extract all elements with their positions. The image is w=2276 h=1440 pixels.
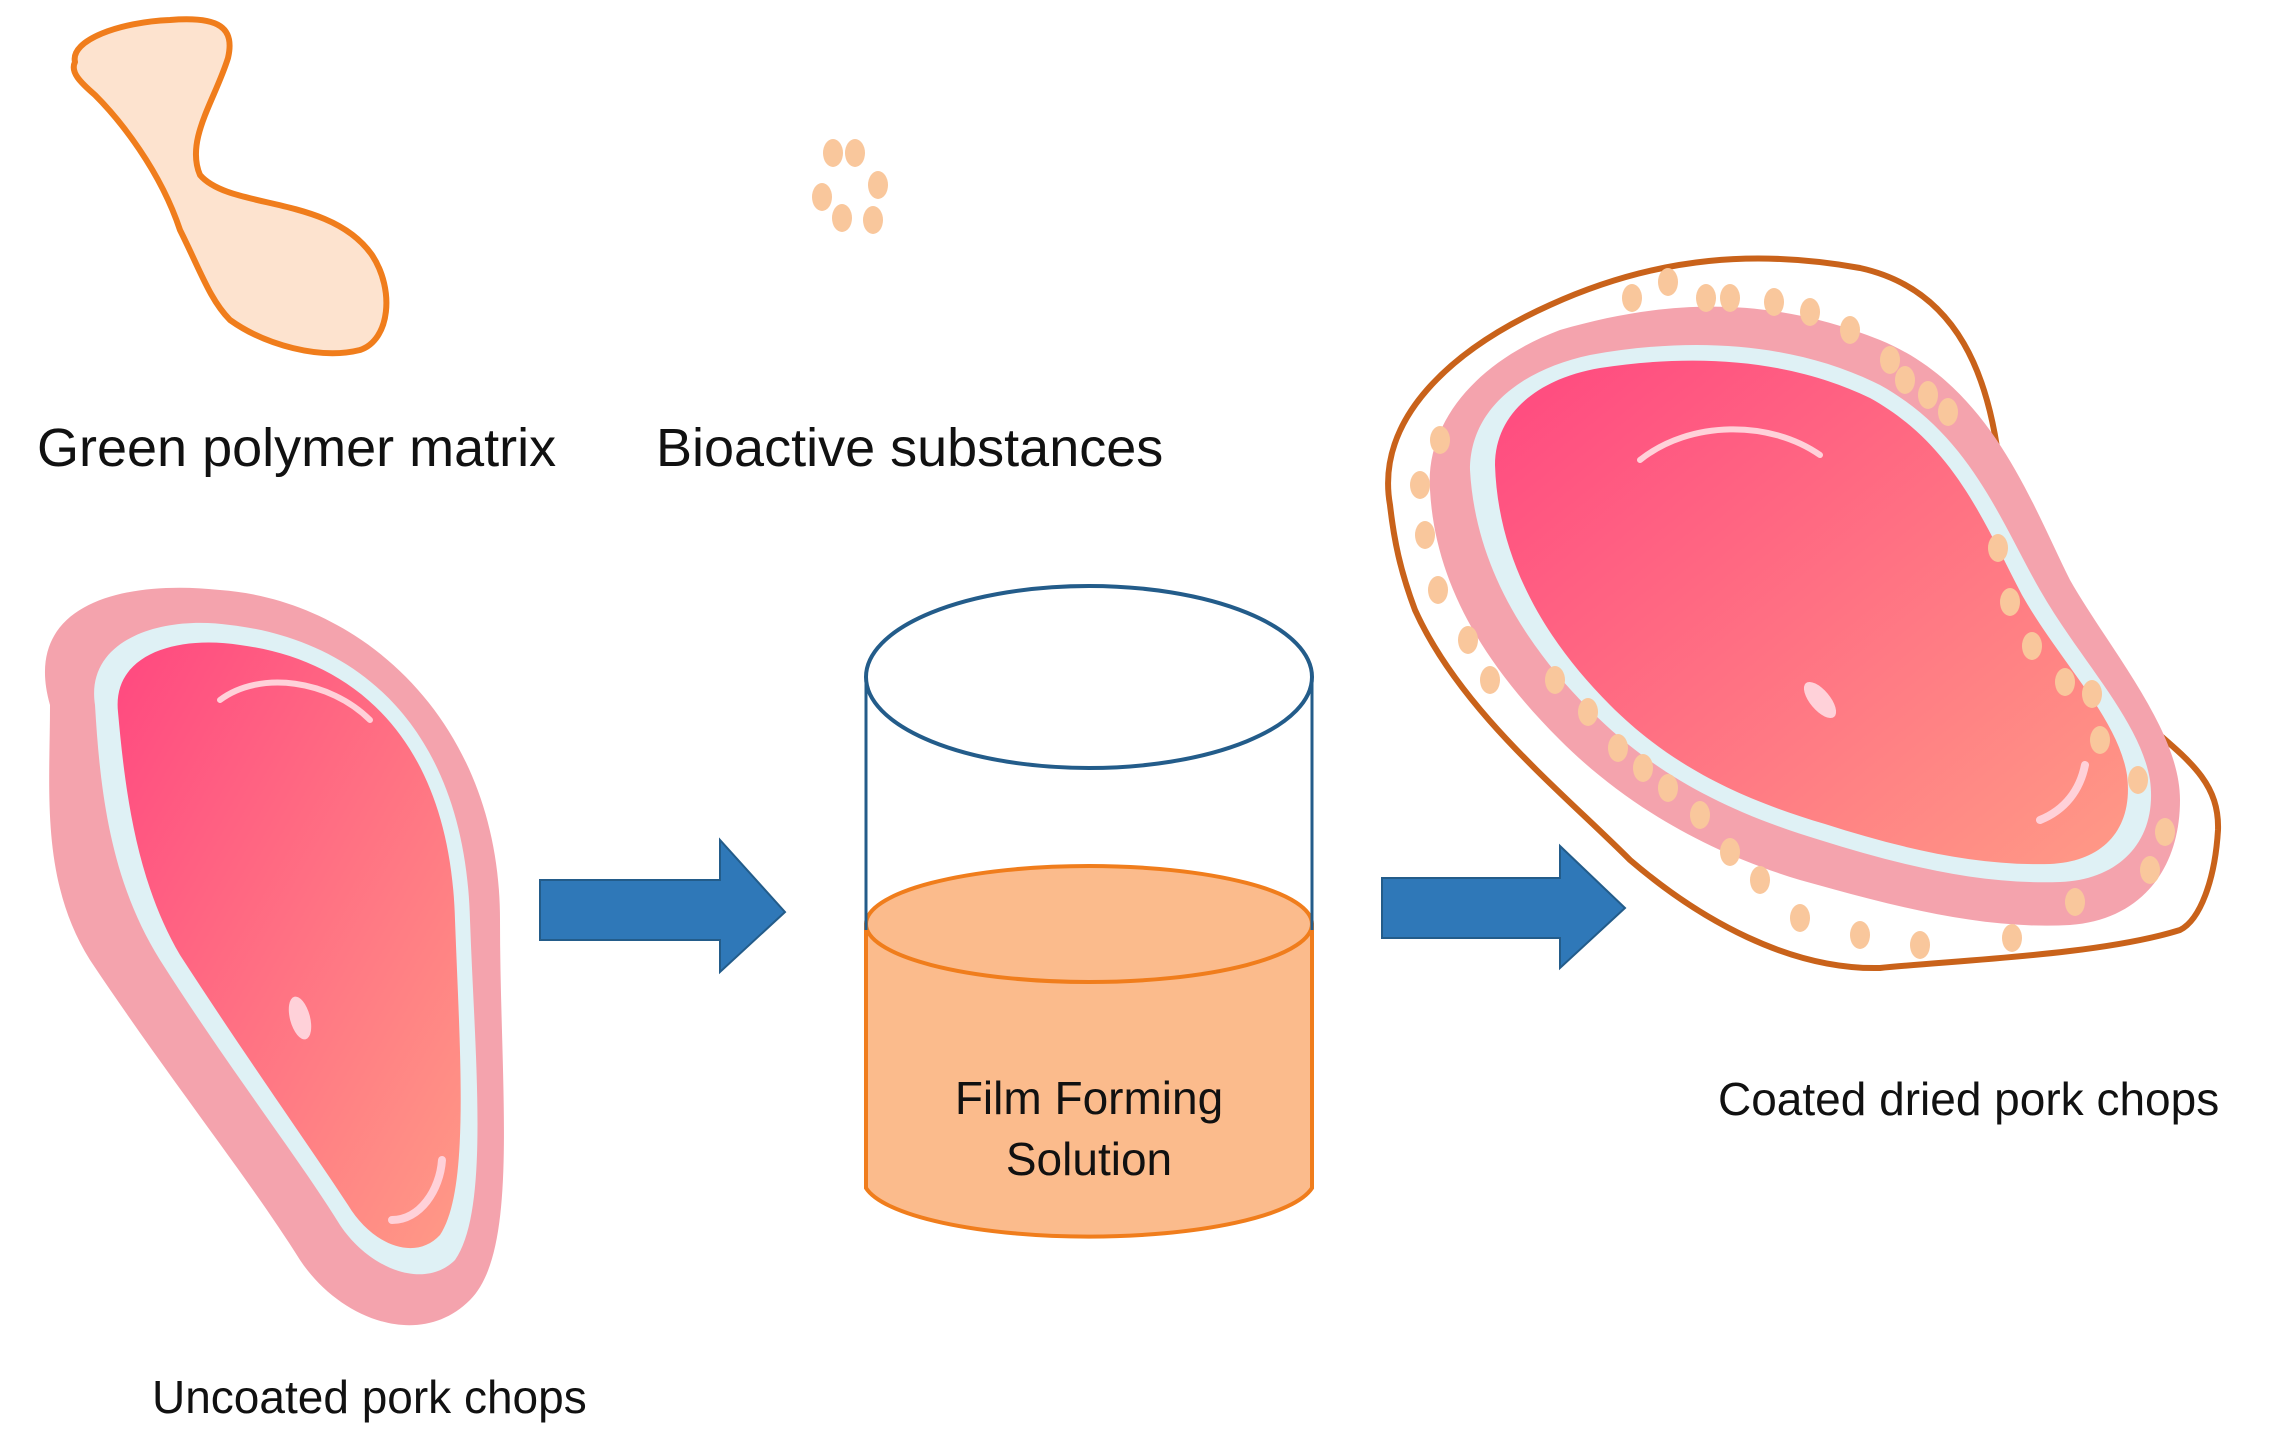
label-bioactive-substances: Bioactive substances [656,418,1164,478]
arrow-right-icon [1381,843,1627,971]
pork-chop-icon [44,587,504,1326]
label-film-forming-solution: Film Forming Solution [889,1068,1289,1189]
label-solution-line1: Film Forming [954,1072,1224,1124]
label-uncoated-pork-chops: Uncoated pork chops [152,1371,587,1423]
label-solution-line2: Solution [1005,1132,1173,1185]
bioactive-dots-icon [812,139,888,234]
polymer-blob-icon [70,16,390,357]
coated-pork-chop-icon [1385,255,2222,972]
label-coated-dried-pork-chops: Coated dried pork chops [1718,1073,2220,1125]
label-green-polymer-matrix: Green polymer matrix [37,418,557,478]
beaker-icon [864,584,1314,1239]
arrow-right-icon [539,837,787,975]
